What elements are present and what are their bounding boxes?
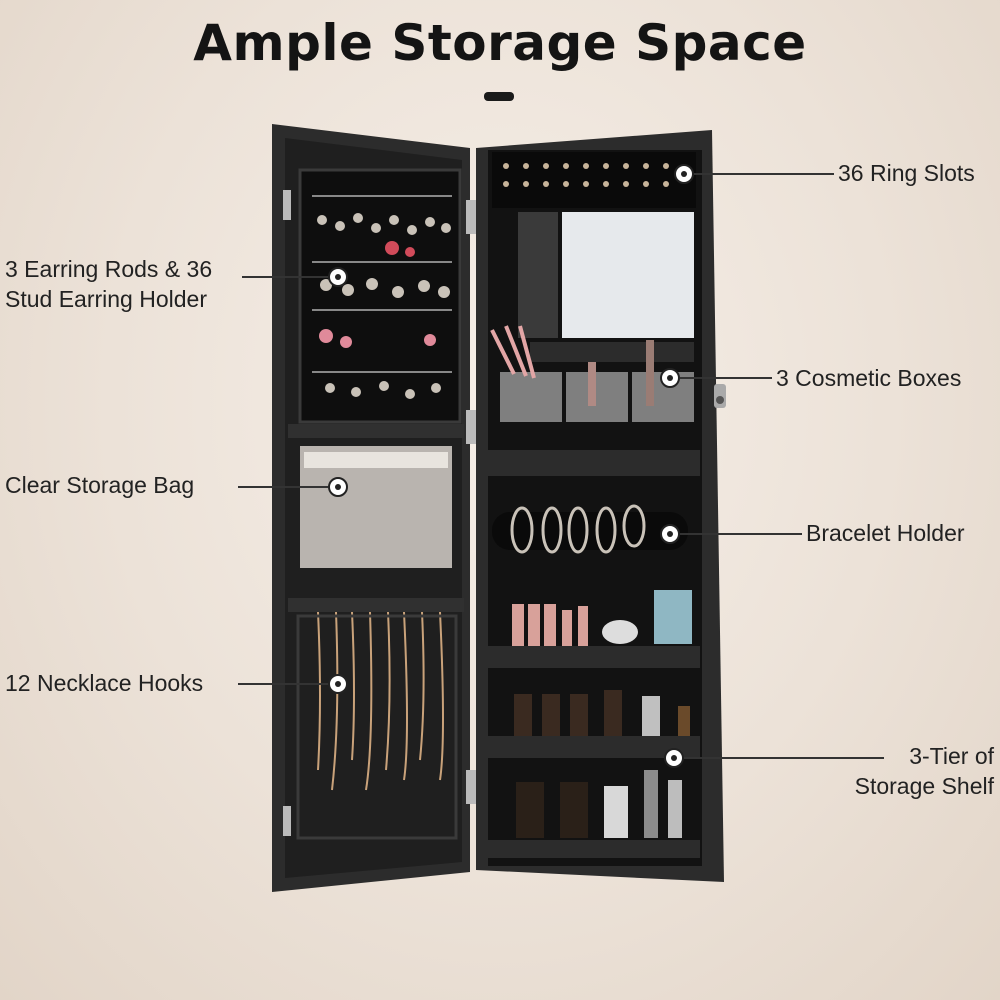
- bracelet-marker-dot: [660, 524, 680, 544]
- necklace-hooks-label: 12 Necklace Hooks: [5, 670, 204, 696]
- bracelet-holder-label: Bracelet Holder: [806, 520, 965, 546]
- earring-marker-dot: [328, 267, 348, 287]
- necklace-marker-dot: [328, 674, 348, 694]
- storage-shelf-label: 3-Tier of Storage Shelf: [800, 741, 994, 801]
- shelf-label-line2: Storage Shelf: [854, 773, 994, 799]
- storage-bag-leader-line: [238, 486, 328, 488]
- earring-leader-line: [242, 276, 328, 278]
- shelf-leader-line: [684, 757, 884, 759]
- ring-slots-leader-line: [694, 173, 834, 175]
- necklace-leader-line: [238, 683, 328, 685]
- ring-slots-label: 36 Ring Slots: [838, 160, 975, 186]
- handle-mark: [484, 92, 514, 101]
- cosmetic-boxes-leader-line: [680, 377, 772, 379]
- storage-bag-marker-dot: [328, 477, 348, 497]
- earring-rods-label: 3 Earring Rods & 36 Stud Earring Holder: [5, 254, 212, 314]
- left-door: [272, 124, 476, 892]
- earring-label-line2: Stud Earring Holder: [5, 286, 207, 312]
- shelf-label-line1: 3-Tier of: [909, 743, 994, 769]
- right-cabinet: [476, 130, 726, 882]
- shelf-marker-dot: [664, 748, 684, 768]
- cosmetic-boxes-label: 3 Cosmetic Boxes: [776, 365, 962, 391]
- earring-label-line1: 3 Earring Rods & 36: [5, 256, 213, 282]
- bracelet-leader-line: [680, 533, 802, 535]
- page-title: Ample Storage Space: [193, 14, 807, 72]
- storage-bag-label: Clear Storage Bag: [5, 472, 195, 498]
- ring-slots-marker-dot: [674, 164, 694, 184]
- cosmetic-boxes-marker-dot: [660, 368, 680, 388]
